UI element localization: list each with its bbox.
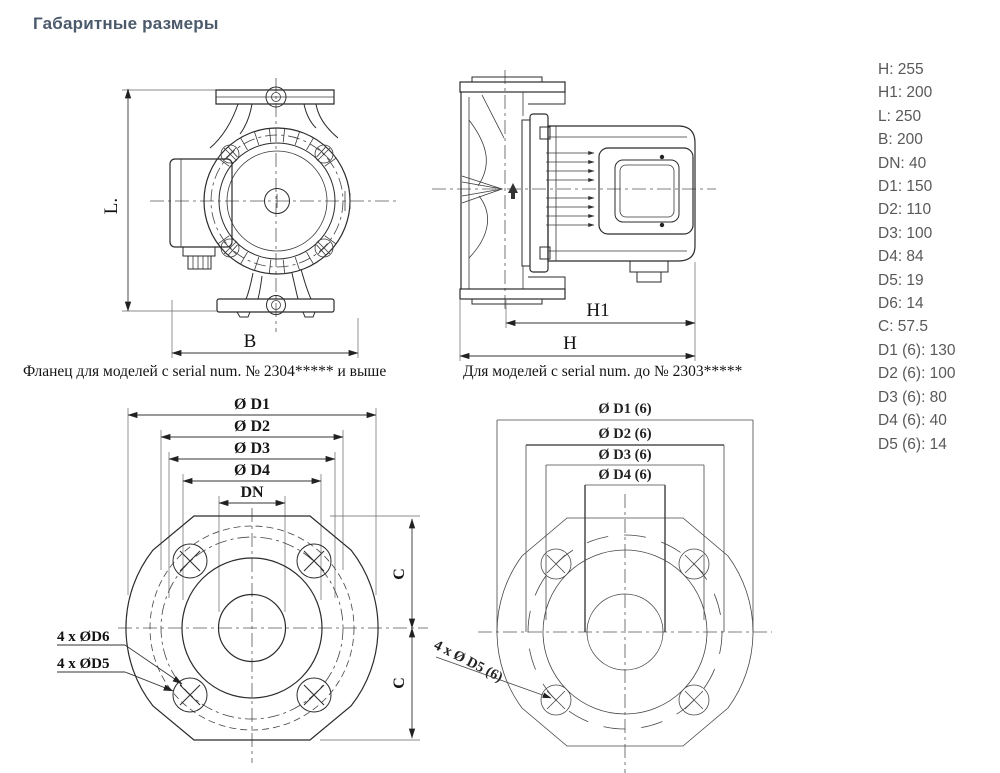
body-teeth bbox=[217, 128, 337, 274]
dimension-item: D4: 84 bbox=[878, 248, 924, 266]
dimension-label-h1: H1 bbox=[586, 300, 609, 321]
dimension-item: B: 200 bbox=[878, 131, 923, 149]
front-view-drawing: L. bbox=[101, 78, 398, 358]
flow-arrow-icon bbox=[508, 183, 518, 199]
dimension-label-b: B bbox=[244, 331, 257, 352]
flange-new-caption: Фланец для моделей с serial num. № 2304*… bbox=[23, 363, 387, 380]
flange-drawing-new: Ø D1 Ø D2 Ø D3 Ø D4 DN bbox=[57, 396, 428, 763]
flange-old-caption: Для моделей с serial num. до № 2303***** bbox=[463, 363, 743, 380]
dimension-label-d3: Ø D3 bbox=[234, 440, 270, 457]
dimension-item: D6: 14 bbox=[878, 295, 924, 313]
dimension-label-d2: Ø D2 bbox=[234, 418, 270, 435]
dimension-label-d4: Ø D4 bbox=[234, 462, 270, 479]
dimension-label-c-lower: C bbox=[391, 677, 408, 689]
page-title: Габаритные размеры bbox=[33, 14, 219, 33]
dimension-item: D1 (6): 130 bbox=[878, 341, 956, 359]
dimension-label-c-upper: C bbox=[391, 568, 408, 580]
bolt-label-d6: 4 x ØD6 bbox=[57, 629, 110, 645]
dimension-label-d1: Ø D1 bbox=[234, 396, 270, 413]
dimension-label-l: L. bbox=[101, 198, 122, 214]
body-bolts bbox=[220, 144, 334, 258]
pipe-flange-top bbox=[215, 86, 335, 108]
dimension-label-d4-6: Ø D4 (6) bbox=[598, 467, 651, 483]
centerline bbox=[150, 78, 398, 332]
bolt-label-d5-6: 4 x Ø D5 (6) bbox=[431, 637, 505, 685]
side-view-drawing: H1 H bbox=[432, 70, 716, 361]
dimension-label-d3-6: Ø D3 (6) bbox=[598, 447, 651, 463]
dimension-item: DN: 40 bbox=[878, 154, 927, 172]
motor-clamp bbox=[629, 260, 669, 283]
dimension-item: D2: 110 bbox=[878, 201, 932, 219]
motor-body bbox=[546, 125, 696, 283]
terminal-box bbox=[169, 158, 233, 270]
bolt-label-d5: 4 x ØD5 bbox=[57, 656, 110, 672]
dimension-label-dn: DN bbox=[240, 484, 264, 501]
centerline bbox=[118, 508, 428, 763]
dimension-item: D5 (6): 14 bbox=[878, 435, 947, 453]
dimension-item: D3 (6): 80 bbox=[878, 388, 947, 406]
dimension-item: L: 250 bbox=[878, 107, 922, 125]
control-box bbox=[598, 147, 694, 235]
dimension-item: D1: 150 bbox=[878, 178, 933, 196]
centerline bbox=[478, 494, 772, 773]
dimension-item: D2 (6): 100 bbox=[878, 365, 956, 383]
dimension-item: H: 255 bbox=[878, 61, 924, 78]
centerline bbox=[432, 70, 716, 313]
pump-housing-plate bbox=[521, 113, 551, 273]
flange-body bbox=[125, 515, 379, 741]
motor-studs bbox=[546, 150, 595, 228]
dimension-item: H1: 200 bbox=[878, 84, 933, 102]
bolt-holes bbox=[172, 543, 332, 713]
dimension-item: D3: 100 bbox=[878, 224, 933, 242]
dimension-item: D4 (6): 40 bbox=[878, 412, 947, 430]
flange-drawing-old: Ø D1 (6) Ø D2 (6) Ø D3 (6) Ø D4 (6) bbox=[431, 401, 772, 773]
pipe-side bbox=[459, 76, 566, 305]
pipe-flange-bottom bbox=[216, 295, 335, 318]
dimension-label-d2-6: Ø D2 (6) bbox=[598, 426, 651, 442]
dimension-item: C: 57.5 bbox=[878, 318, 928, 336]
dimensions-list: H: 255 H1: 200 L: 250 B: 200 DN: 40 D1: … bbox=[878, 58, 956, 456]
dimension-label-d1-6: Ø D1 (6) bbox=[598, 401, 651, 417]
bolt-holes bbox=[540, 548, 710, 716]
dimension-label-h: H bbox=[563, 333, 577, 354]
pump-body bbox=[203, 127, 351, 275]
dimension-item: D5: 19 bbox=[878, 271, 924, 289]
flange-body bbox=[496, 517, 754, 747]
